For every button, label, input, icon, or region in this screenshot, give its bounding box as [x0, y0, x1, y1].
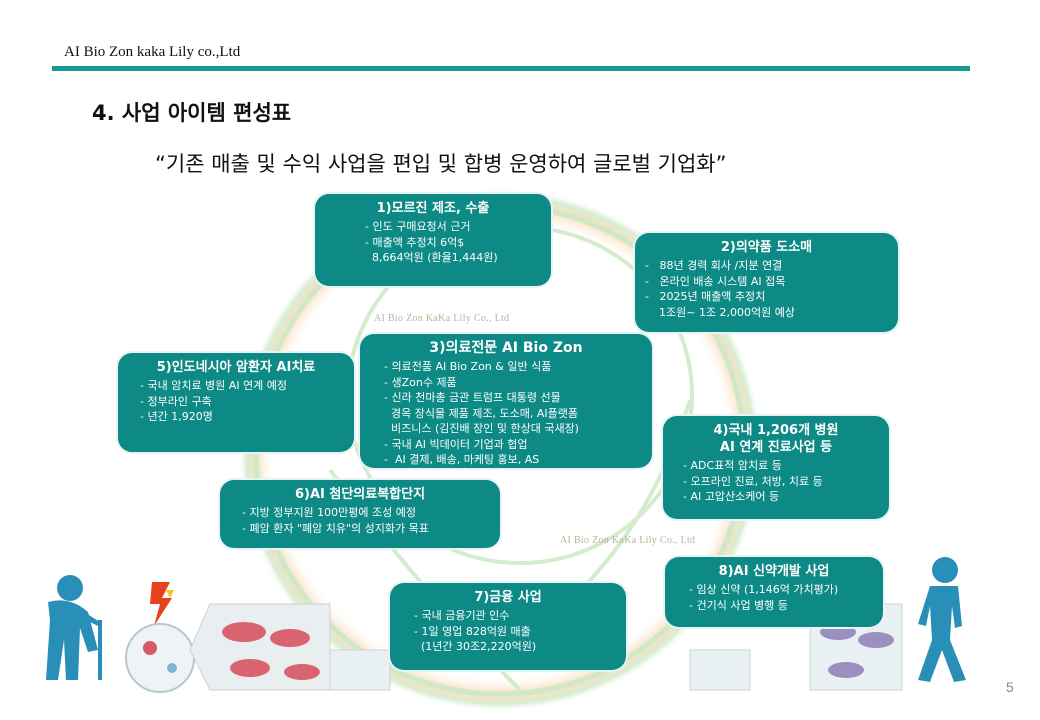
item-1-line-3: 8,664억원 (환율1,444원) [365, 251, 498, 264]
item-3-line-4: 경옥 장식물 제품 제조, 도소매, AI플랫폼 [384, 406, 579, 420]
item-box-8: 8)AI 신약개발 사업 - 임상 신약 (1,146억 가치평가) - 건기식… [665, 557, 883, 627]
item-4-line-3: - AI 고압산소케어 등 [683, 490, 780, 503]
item-2-line-2: - 온라인 배송 시스템 AI 접목 [645, 274, 786, 288]
item-3-line-6: - 국내 AI 빅데이터 기업과 협업 [384, 437, 528, 451]
watermark-2: AI Bio Zon KaKa Lily Co., Ltd [560, 535, 696, 546]
item-6-line-2: - 폐암 환자 "폐암 치유"의 성지화가 목표 [242, 521, 429, 535]
header-rule [52, 66, 970, 71]
item-6-line-1: - 지방 정부지원 100만평에 조성 예정 [242, 506, 417, 519]
item-5-line-2: - 정부라인 구축 [140, 394, 212, 408]
item-1-title: 1)모르진 제조, 수출 [376, 201, 490, 216]
item-box-3: 3)의료전문 AI Bio Zon - 의료전품 AI Bio Zon & 일반… [360, 334, 652, 468]
item-5-line-1: - 국내 암치료 병원 AI 연계 예정 [140, 379, 288, 392]
page-number: 5 [1006, 679, 1014, 695]
item-7-line-2: - 1일 영업 828억원 매출 [414, 624, 531, 638]
item-4-title-line-2: AI 연계 진료사업 등 [719, 440, 833, 455]
item-3-line-3: - 신라 천마총 금관 트럼프 대통령 선물 [384, 391, 561, 404]
item-box-5: 5)인도네시아 암환자 AI치료 - 국내 암치료 병원 AI 연계 예정 - … [118, 353, 354, 452]
item-7-line-1: - 국내 금융기관 인수 [414, 609, 510, 622]
item-2-line-1: - 88년 경력 회사 /지분 연결 [645, 259, 783, 272]
walking-person-icon [918, 557, 966, 682]
item-box-4: 4)국내 1,206개 병원 AI 연계 진료사업 등 - ADC표적 암치료 … [663, 416, 889, 519]
item-5-line-3: - 년간 1,920명 [140, 410, 213, 423]
item-8-line-1: - 임상 신약 (1,146억 가치평가) [689, 583, 839, 596]
item-1-line-1: - 인도 구매요청서 근거 [365, 220, 471, 233]
item-6-title: 6)AI 첨단의료복합단지 [294, 487, 426, 502]
lightning-icon [150, 582, 174, 626]
mitochondria-panel-left [189, 603, 331, 691]
watermark-1: AI Bio Zon KaKa Lily Co., Ltd [374, 313, 510, 324]
item-1-line-2: - 매출액 추정치 6억$ [365, 235, 465, 249]
company-name: AI Bio Zon kaka Lily co.,Ltd [64, 44, 241, 60]
item-8-line-2: - 건기식 사업 병행 등 [689, 598, 788, 612]
item-4-line-2: - 오프라인 진료, 처방, 치료 등 [683, 474, 823, 488]
slide-subtitle: “기존 매출 및 수익 사업을 편입 및 합병 운영하여 글로벌 기업화” [155, 152, 727, 176]
item-2-line-4: 1조원~ 1조 2,000억원 예상 [645, 305, 796, 319]
item-4-title: 4)국내 1,206개 병원 [713, 423, 839, 438]
item-box-2: 2)의약품 도소매 - 88년 경력 회사 /지분 연결 - 온라인 배송 시스… [635, 233, 898, 332]
item-box-7: 7)금융 사업 - 국내 금융기관 인수 - 1일 영업 828억원 매출 (1… [390, 583, 626, 670]
item-2-title: 2)의약품 도소매 [720, 240, 813, 255]
item-box-1: 1)모르진 제조, 수출 - 인도 구매요청서 근거 - 매출액 추정치 6억$… [315, 194, 551, 286]
cell-illustration [125, 623, 195, 693]
item-7-title: 7)금융 사업 [474, 590, 542, 605]
item-7-line-3: (1년간 30조2,220억원) [414, 640, 537, 653]
item-4-line-1: - ADC표적 암치료 등 [683, 459, 782, 472]
item-3-line-1: - 의료전품 AI Bio Zon & 일반 식품 [384, 360, 552, 373]
item-8-title: 8)AI 신약개발 사업 [718, 564, 830, 579]
item-box-6: 6)AI 첨단의료복합단지 - 지방 정부지원 100만평에 조성 예정 - 폐… [220, 480, 500, 548]
item-3-line-2: - 생Zon수 제품 [384, 375, 457, 389]
item-3-line-7: - AI 결제, 배송, 마케팅 홍보, AS [384, 453, 540, 466]
item-5-title: 5)인도네시아 암환자 AI치료 [156, 360, 316, 375]
elderly-person-icon [46, 575, 102, 680]
item-3-title: 3)의료전문 AI Bio Zon [429, 340, 583, 356]
item-2-line-3: - 2025년 매출액 추정치 [645, 290, 766, 303]
item-3-line-5: 비즈니스 (김진배 장인 및 한상대 국새장) [384, 422, 579, 435]
page-title: 4. 사업 아이템 편성표 [92, 101, 292, 125]
